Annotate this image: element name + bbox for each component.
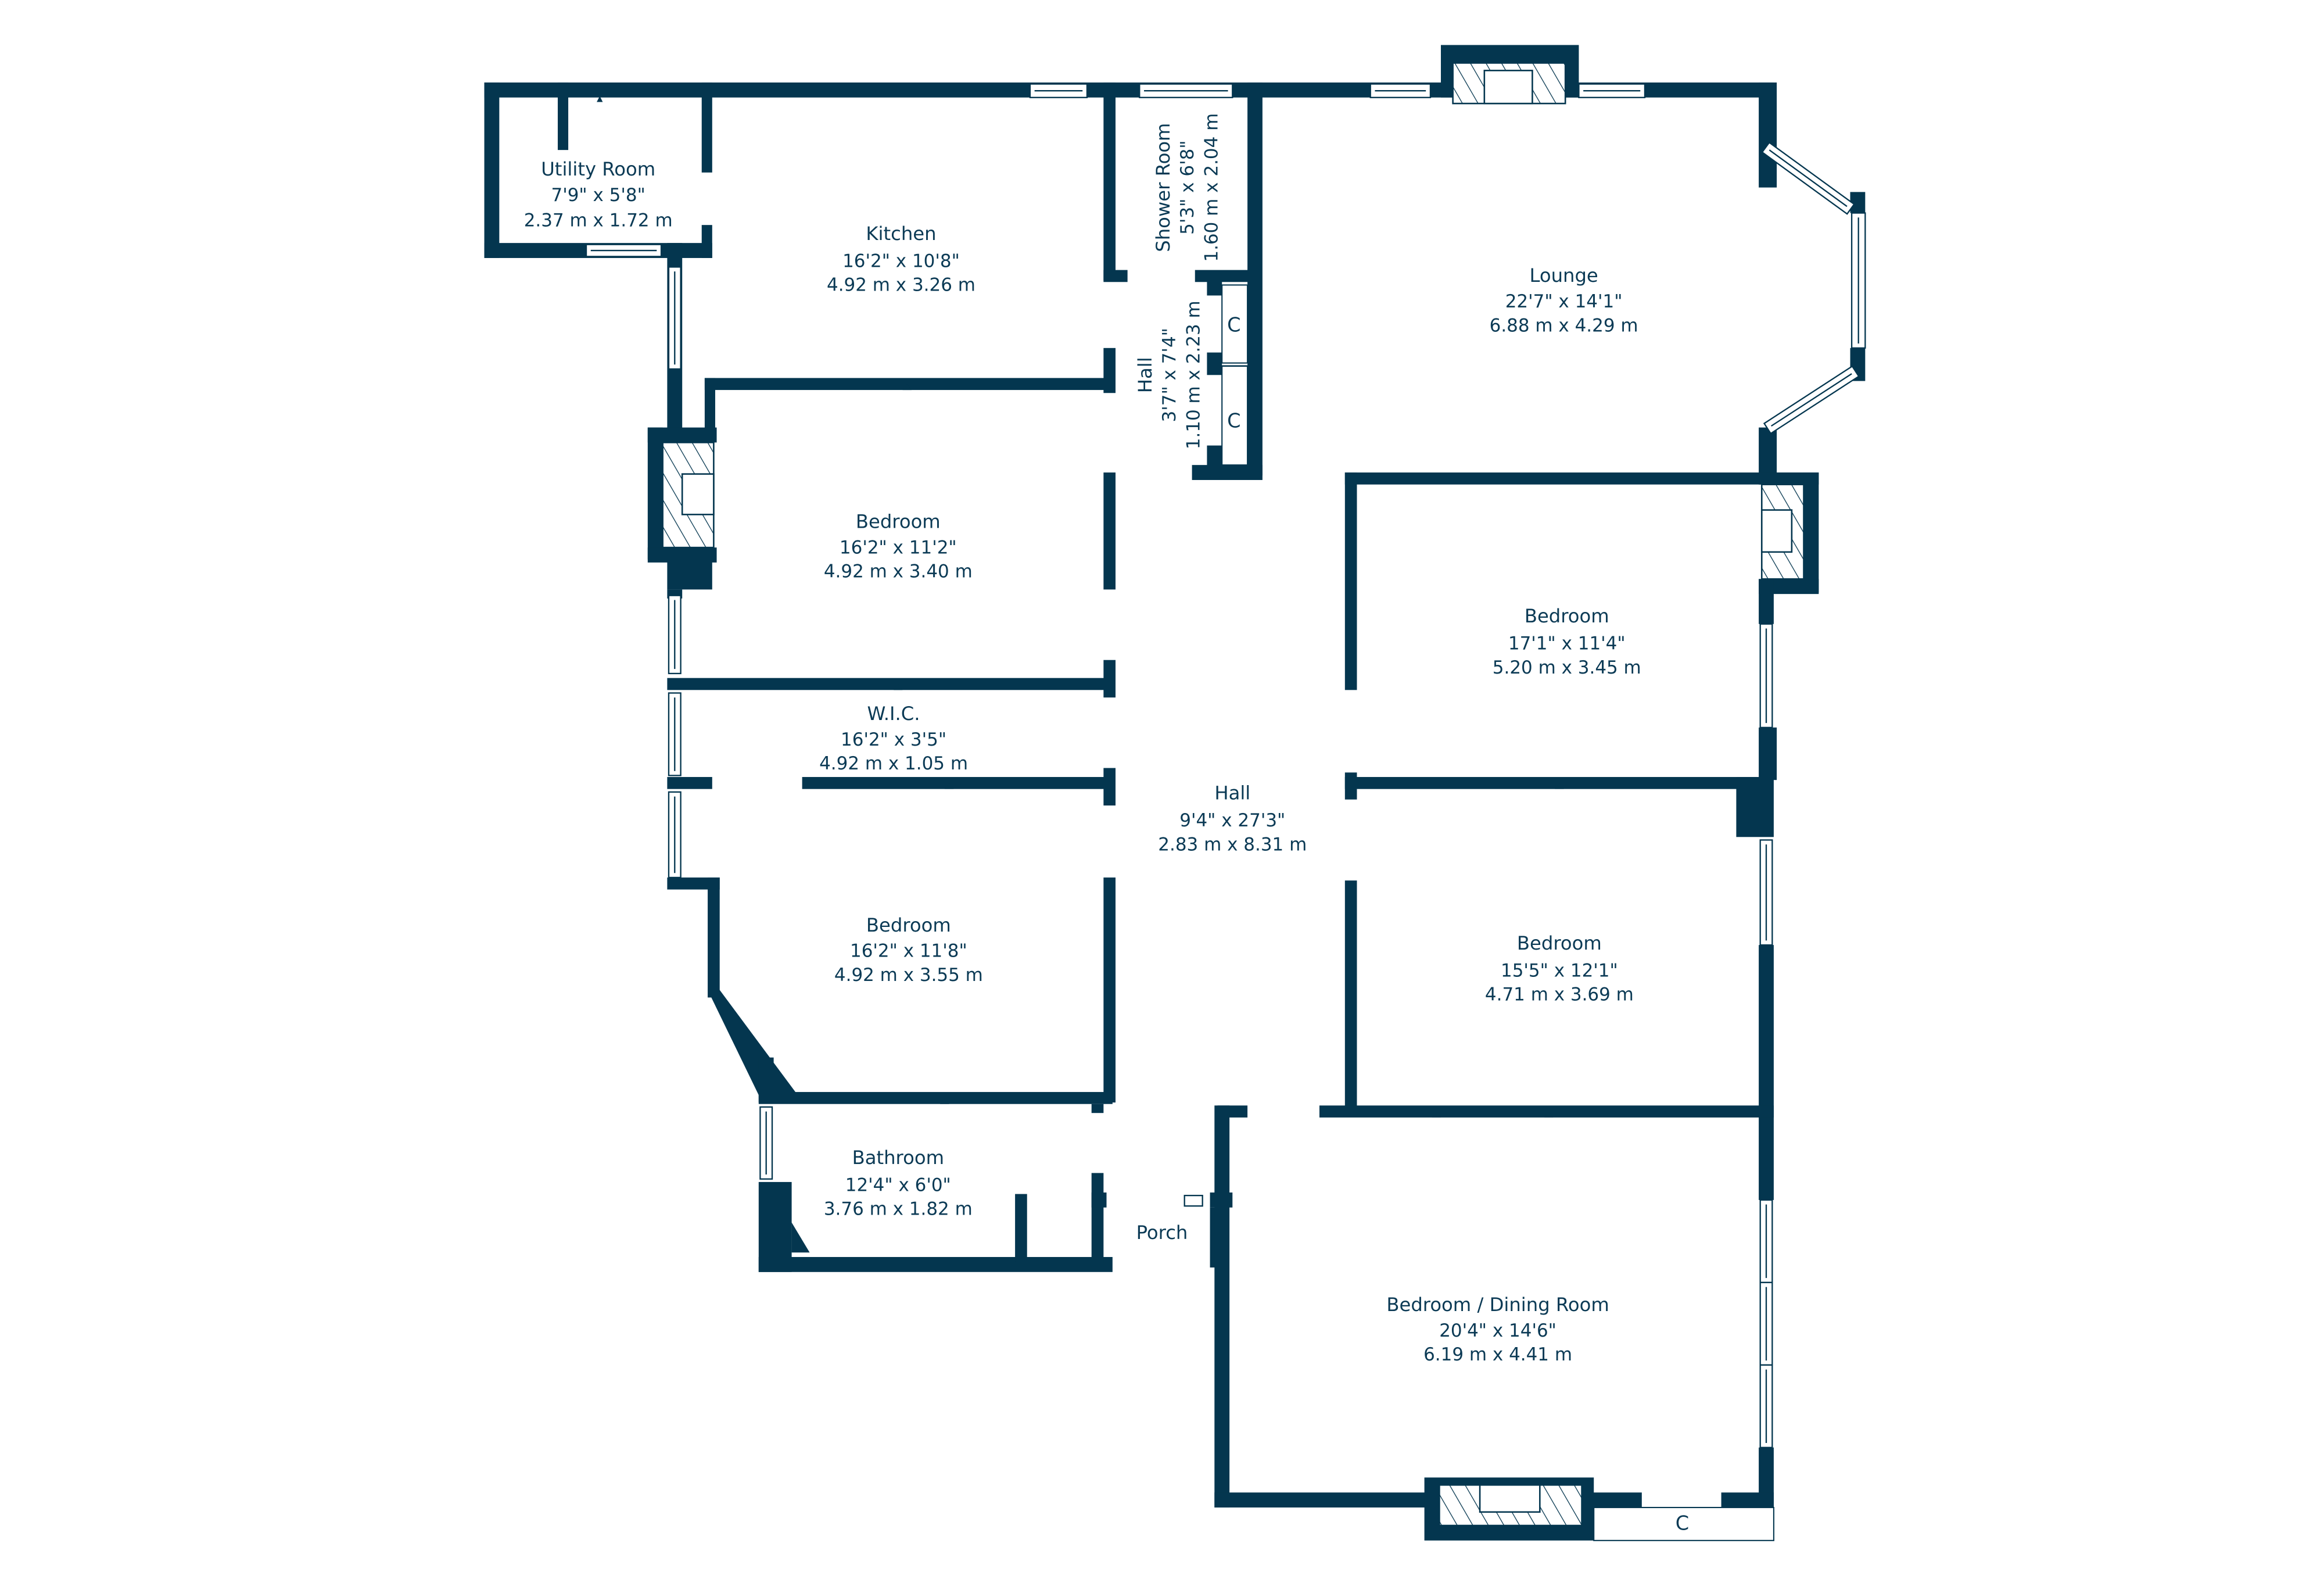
room-name: Bathroom (852, 1147, 944, 1169)
room-name: Bedroom (856, 511, 941, 533)
room-shower: Shower Room 5'3" x 6'8" 1.60 m x 2.04 m (1152, 113, 1222, 262)
room-name: Bedroom (1525, 605, 1609, 627)
room-dim-metric: 5.20 m x 3.45 m (1493, 657, 1641, 678)
room-dim-imperial: 16'2" x 3'5" (841, 729, 946, 750)
room-kitchen: Kitchen 16'2" x 10'8" 4.92 m x 3.26 m (827, 223, 975, 296)
room-name: Lounge (1529, 264, 1598, 287)
room-dim-imperial: 20'4" x 14'6" (1439, 1320, 1556, 1341)
room-dim-metric: 4.71 m x 3.69 m (1485, 984, 1634, 1005)
closet-label: C (1227, 313, 1240, 336)
room-bedroom-2: Bedroom 17'1" x 11'4" 5.20 m x 3.45 m (1493, 605, 1641, 678)
fireplace-dining (1439, 1484, 1583, 1527)
room-bathroom: Bathroom 12'4" x 6'0" 3.76 m x 1.82 m (824, 1147, 973, 1220)
room-dim-metric: 4.92 m x 3.26 m (827, 275, 975, 296)
room-dim-metric: 4.92 m x 3.40 m (824, 561, 973, 582)
room-bedroom-1: Bedroom 16'2" x 11'2" 4.92 m x 3.40 m (824, 511, 973, 582)
room-bedroom-3: Bedroom 16'2" x 11'8" 4.92 m x 3.55 m (834, 914, 983, 986)
fireplace-lounge (1452, 62, 1566, 105)
room-dim-imperial: 17'1" x 11'4" (1508, 633, 1626, 654)
room-porch: Porch (1136, 1222, 1188, 1244)
room-lounge: Lounge 22'7" x 14'1" 6.88 m x 4.29 m (1490, 264, 1638, 336)
room-name: Bedroom (1517, 932, 1602, 954)
room-dim-imperial: 7'9" x 5'8" (551, 185, 645, 206)
room-hall-main: Hall 9'4" x 27'3" 2.83 m x 8.31 m (1158, 782, 1307, 855)
room-name: Shower Room (1152, 123, 1174, 252)
room-dim-imperial: 9'4" x 27'3" (1179, 810, 1285, 831)
room-dim-imperial: 15'5" x 12'1" (1501, 960, 1618, 981)
dimension-markers (597, 96, 1569, 1118)
closet-label: C (1227, 410, 1240, 432)
room-dim-imperial: 5'3" x 6'8" (1177, 140, 1198, 234)
room-name: Kitchen (866, 223, 936, 245)
fireplace-bedroom-left (662, 442, 715, 549)
room-hall-small: Hall 3'7" x 7'4" 1.10 m x 2.23 m (1134, 300, 1204, 449)
room-name: Bedroom (866, 914, 951, 936)
room-dim-imperial: 16'2" x 11'8" (850, 941, 967, 962)
room-dim-imperial: 16'2" x 11'2" (840, 537, 957, 558)
closet-label: C (1676, 1512, 1689, 1535)
room-name: Porch (1136, 1222, 1188, 1244)
closets (1221, 284, 1774, 1541)
room-bedroom-dining: Bedroom / Dining Room 20'4" x 14'6" 6.19… (1386, 1294, 1609, 1365)
fireplace-bedroom-right (1760, 484, 1805, 580)
room-dim-metric: 1.10 m x 2.23 m (1183, 300, 1204, 449)
room-name: Hall (1134, 357, 1156, 393)
room-dim-metric: 6.88 m x 4.29 m (1490, 315, 1638, 336)
room-wic: W.I.C. 16'2" x 3'5" 4.92 m x 1.05 m (819, 703, 968, 774)
room-dim-imperial: 16'2" x 10'8" (842, 250, 960, 271)
room-dim-imperial: 22'7" x 14'1" (1505, 291, 1623, 312)
room-bedroom-4: Bedroom 15'5" x 12'1" 4.71 m x 3.69 m (1485, 932, 1634, 1005)
room-dim-imperial: 3'7" x 7'4" (1159, 328, 1180, 422)
room-dim-metric: 4.92 m x 1.05 m (819, 753, 968, 774)
room-dim-metric: 4.92 m x 3.55 m (834, 965, 983, 986)
room-dim-metric: 2.37 m x 1.72 m (524, 210, 673, 231)
room-dim-metric: 1.60 m x 2.04 m (1201, 113, 1222, 262)
room-dim-metric: 6.19 m x 4.41 m (1423, 1344, 1572, 1365)
room-dim-imperial: 12'4" x 6'0" (845, 1174, 951, 1195)
windows (585, 83, 1866, 1448)
room-name: Hall (1214, 782, 1250, 804)
room-name: W.I.C. (867, 703, 920, 725)
room-name: Bedroom / Dining Room (1386, 1294, 1609, 1316)
room-dim-metric: 3.76 m x 1.82 m (824, 1199, 973, 1220)
room-dim-metric: 2.83 m x 8.31 m (1158, 834, 1307, 855)
room-utility: Utility Room 7'9" x 5'8" 2.37 m x 1.72 m (524, 158, 673, 231)
room-name: Utility Room (541, 158, 655, 180)
walls (484, 45, 1866, 1541)
